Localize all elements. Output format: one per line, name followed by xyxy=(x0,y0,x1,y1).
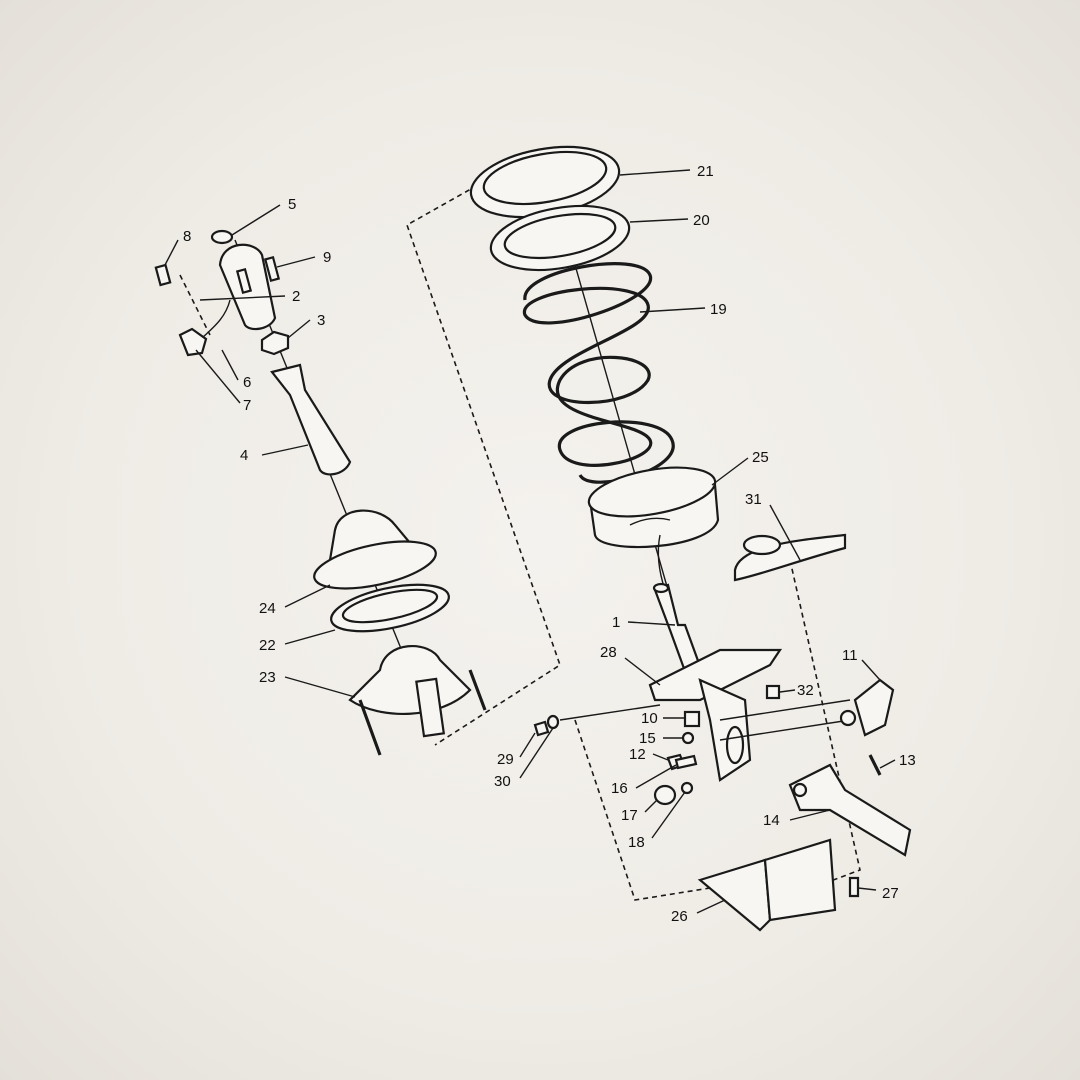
part-25-bump-stop xyxy=(587,466,720,549)
label-14: 14 xyxy=(763,812,780,829)
label-23: 23 xyxy=(259,669,276,686)
label-19: 19 xyxy=(710,301,727,318)
part-9-clip xyxy=(263,255,281,283)
label-15: 15 xyxy=(639,730,656,747)
label-12: 12 xyxy=(629,746,646,763)
part-7-connector xyxy=(178,327,208,357)
label-26: 26 xyxy=(671,908,688,925)
part-32-bolt xyxy=(765,684,781,700)
label-10: 10 xyxy=(641,710,658,727)
label-28: 28 xyxy=(600,644,617,661)
part-4-tube xyxy=(270,363,352,476)
part-31-upper-arm xyxy=(733,533,847,582)
label-4: 4 xyxy=(240,447,248,464)
part-28-strut-plate xyxy=(648,648,783,782)
part-3-nut xyxy=(260,330,290,356)
part-14-lower-arm xyxy=(788,763,912,857)
part-17-bush xyxy=(653,784,677,806)
label-1: 1 xyxy=(612,614,620,631)
part-6-wire xyxy=(199,299,231,341)
label-5: 5 xyxy=(288,196,296,213)
label-17: 17 xyxy=(621,807,638,824)
part-11-ball-joint xyxy=(839,678,895,737)
label-32: 32 xyxy=(797,682,814,699)
label-2: 2 xyxy=(292,288,300,305)
leader-lines xyxy=(164,169,896,914)
part-22-ring xyxy=(330,583,450,633)
part-24-upper-mount xyxy=(313,509,437,590)
part-29-bolt xyxy=(533,720,550,737)
part-27-bolt xyxy=(848,876,860,898)
label-31: 31 xyxy=(745,491,762,508)
part-19-coil-spring xyxy=(523,262,675,484)
part-21-seat-ring xyxy=(469,145,621,219)
label-13: 13 xyxy=(899,752,916,769)
label-18: 18 xyxy=(628,834,645,851)
part-23-lower-seat xyxy=(348,645,487,756)
label-24: 24 xyxy=(259,600,276,617)
label-6: 6 xyxy=(243,374,251,391)
pivot-axis-lines xyxy=(719,699,851,741)
label-11: 11 xyxy=(842,647,858,664)
part-10-bush xyxy=(683,710,701,728)
part-1-strut xyxy=(652,582,707,687)
label-7: 7 xyxy=(243,397,251,414)
label-29: 29 xyxy=(497,751,514,768)
part-5-seal xyxy=(210,229,234,245)
part-15-nut xyxy=(681,731,695,745)
part-26-mount-bracket xyxy=(697,838,837,932)
label-3: 3 xyxy=(317,312,325,329)
label-16: 16 xyxy=(611,780,628,797)
assembly-dashed-line-8 xyxy=(179,274,211,336)
part-2-cap xyxy=(218,243,277,331)
bolt-axis-line xyxy=(559,704,661,721)
label-22: 22 xyxy=(259,637,276,654)
part-30-washer xyxy=(546,714,560,730)
label-27: 27 xyxy=(882,885,899,902)
part-13-screw xyxy=(868,754,882,776)
label-9: 9 xyxy=(323,249,331,266)
part-20-insulator xyxy=(489,204,631,272)
label-8: 8 xyxy=(183,228,191,245)
label-20: 20 xyxy=(693,212,710,229)
label-25: 25 xyxy=(752,449,769,466)
label-21: 21 xyxy=(697,163,714,180)
part-18-nut xyxy=(680,781,694,795)
label-30: 30 xyxy=(494,773,511,790)
part-16-bolt xyxy=(674,754,698,770)
part-8-clip xyxy=(154,263,172,287)
